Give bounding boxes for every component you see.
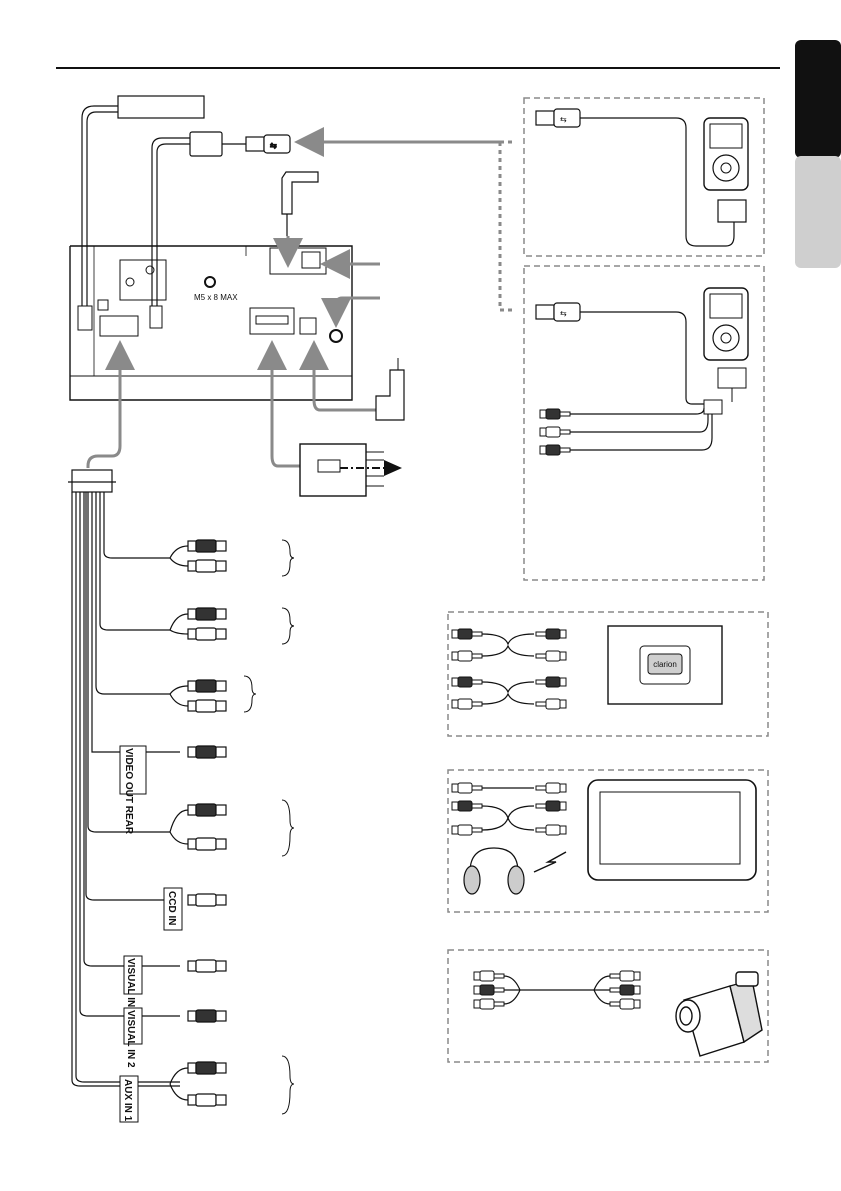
headphones: [464, 848, 524, 894]
right-angle-connector: [376, 358, 404, 420]
side-tab-english: [795, 40, 841, 158]
visual-in-1: VISUAL IN 1: [124, 956, 226, 1016]
ipod-video-panel: [524, 266, 764, 580]
camcorder-device: [676, 972, 762, 1056]
visual-in-2: VISUAL IN 2: [124, 1008, 226, 1068]
harness-rca-pair-2: [170, 608, 294, 644]
head-unit: M5 x 8 MAX: [70, 246, 352, 400]
video-out-rear-label: VIDEO OUT REAR: [123, 748, 134, 835]
visual-in-2-label: VISUAL IN 2: [125, 1010, 136, 1068]
amplifier-logo: clarion: [653, 660, 677, 669]
usb-jack: [302, 252, 320, 268]
round-jack: [330, 330, 342, 342]
power-connector: [300, 444, 402, 496]
harness-rca-pair-4: [170, 800, 294, 856]
ipod-device-1: [704, 118, 748, 190]
aux-in-1: AUX IN 1: [120, 1056, 294, 1122]
main-harness-port: [100, 316, 138, 336]
rear-monitor-panel: [448, 770, 768, 912]
visual-in-1-label: VISUAL IN 1: [125, 958, 136, 1016]
harness-rca-pair-3: [170, 676, 256, 712]
screw-spec-label: M5 x 8 MAX: [194, 293, 238, 302]
side-tab-next: [795, 156, 841, 268]
ccd-in: CCD IN: [164, 888, 226, 930]
ipod-usb-panel: [524, 98, 764, 256]
side-tabs: [795, 40, 841, 268]
wireless-icon: [534, 852, 566, 872]
ccd-in-label: CCD IN: [166, 891, 177, 925]
ipod-device-2: [704, 288, 748, 360]
harness-rca-pair-1: [170, 540, 294, 576]
aux-in-1-label: AUX IN 1: [122, 1079, 133, 1122]
camcorder-panel: [448, 950, 768, 1062]
video-out-rear: VIDEO OUT REAR: [120, 746, 226, 835]
amplifier-panel: clarion: [448, 612, 768, 736]
screw-hole: [205, 277, 215, 287]
